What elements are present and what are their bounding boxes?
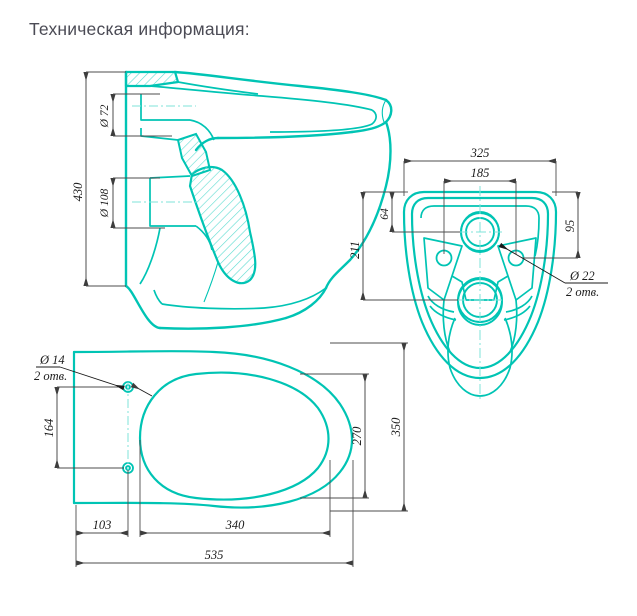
dimension-350-label: 350 bbox=[389, 417, 403, 438]
side-body-outline bbox=[124, 70, 393, 330]
annotation-22-line1: Ø 22 bbox=[569, 269, 595, 283]
page-title: Техническая информация: bbox=[29, 19, 250, 39]
dimension-185-label: 185 bbox=[471, 166, 490, 180]
rear-body-outline bbox=[402, 190, 558, 380]
side-inner-contours bbox=[139, 81, 377, 310]
dimension-535-label: 535 bbox=[205, 548, 224, 562]
side-section-view: 430 Ø 72 Ø 108 bbox=[71, 70, 393, 330]
dimension-211: 211 bbox=[348, 191, 458, 301]
plan-inner-seat-outline bbox=[138, 371, 330, 501]
dimension-164-label: 164 bbox=[42, 419, 56, 438]
top-plan-view: 164 103 340 535 bbox=[34, 342, 408, 567]
annotation-14-line2: 2 отв. bbox=[34, 369, 67, 383]
dimension-103-label: 103 bbox=[93, 518, 112, 532]
dimension-350: 350 bbox=[330, 342, 408, 512]
dimension-95: 95 bbox=[522, 191, 581, 259]
annotation-14-line1: Ø 14 bbox=[39, 353, 65, 367]
rear-centerlines bbox=[456, 186, 504, 400]
dimension-325-label: 325 bbox=[470, 146, 490, 160]
dimension-211-label: 211 bbox=[348, 241, 362, 259]
dimension-535: 535 bbox=[75, 460, 354, 567]
dimension-340: 340 bbox=[139, 440, 331, 537]
side-hatched-regions bbox=[124, 70, 257, 285]
dimension-270: 270 bbox=[300, 373, 369, 499]
dimension-164: 164 bbox=[42, 386, 124, 469]
dimension-430: 430 bbox=[71, 71, 126, 287]
side-centerlines bbox=[132, 105, 200, 203]
dimension-95-label: 95 bbox=[563, 220, 577, 233]
dimension-430-label: 430 bbox=[71, 182, 85, 202]
dimension-108: Ø 108 bbox=[99, 177, 165, 229]
dimension-64-label: 64 bbox=[379, 208, 391, 220]
rear-view: 325 185 64 211 bbox=[348, 146, 608, 400]
annotation-22-line2: 2 отв. bbox=[566, 285, 599, 299]
dimension-72-label: Ø 72 bbox=[99, 104, 111, 128]
dimension-340-label: 340 bbox=[225, 518, 246, 532]
dimension-185: 185 bbox=[443, 166, 517, 254]
dimension-325: 325 bbox=[403, 146, 557, 196]
annotation-diameter-22: Ø 22 2 отв. bbox=[498, 242, 608, 299]
dimension-270-label: 270 bbox=[350, 426, 364, 446]
dimension-103: 103 bbox=[75, 470, 129, 537]
annotation-diameter-14: Ø 14 2 отв. bbox=[34, 353, 153, 397]
dimension-72: Ø 72 bbox=[99, 93, 172, 137]
plan-outer-outline bbox=[72, 350, 353, 509]
side-detail-lines bbox=[203, 99, 387, 303]
dimension-108-label: Ø 108 bbox=[99, 189, 111, 219]
